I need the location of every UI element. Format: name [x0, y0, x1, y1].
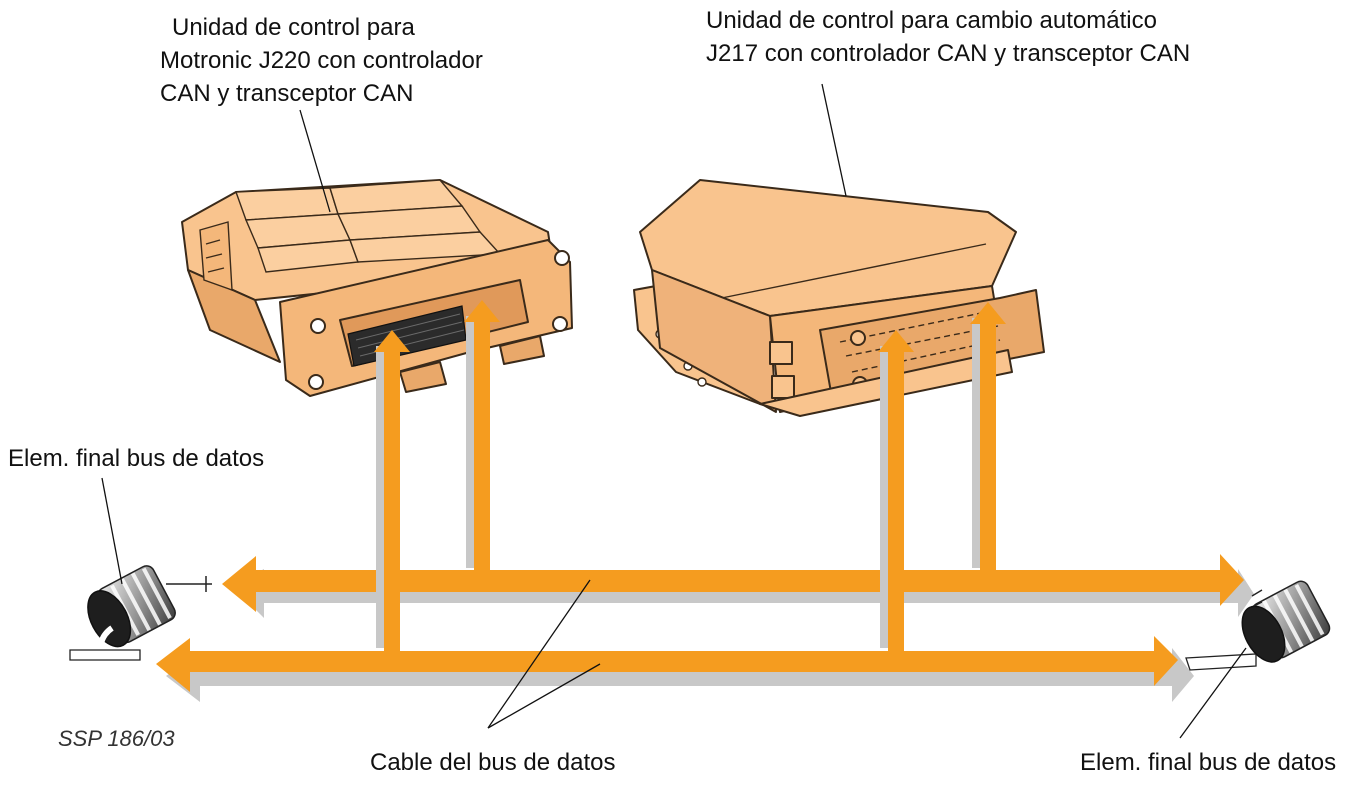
bus-line-low: [156, 636, 1178, 692]
leader-lines: [101, 83, 1247, 739]
bus-terminator-left-icon: [69, 565, 212, 661]
bus-terminator-right-icon: [1185, 580, 1331, 671]
motronic-label-line2: Motronic J220 con controlador: [160, 47, 483, 74]
gearbox-label-line1: Unidad de control para cambio automático: [706, 7, 1157, 34]
motronic-label-line1: Unidad de control para: [172, 14, 415, 41]
can-bus-lines: [156, 300, 1254, 702]
bus-line-high: [222, 554, 1244, 612]
bus-cable-label: Cable del bus de datos: [370, 749, 616, 776]
reference-code: SSP 186/03: [58, 726, 175, 751]
terminal-right-label: Elem. final bus de datos: [1080, 749, 1336, 776]
terminal-left-label: Elem. final bus de datos: [8, 445, 264, 472]
motronic-label-line3: CAN y transceptor CAN: [160, 80, 413, 107]
gearbox-label-line2: J217 con controlador CAN y transceptor C…: [706, 40, 1190, 67]
